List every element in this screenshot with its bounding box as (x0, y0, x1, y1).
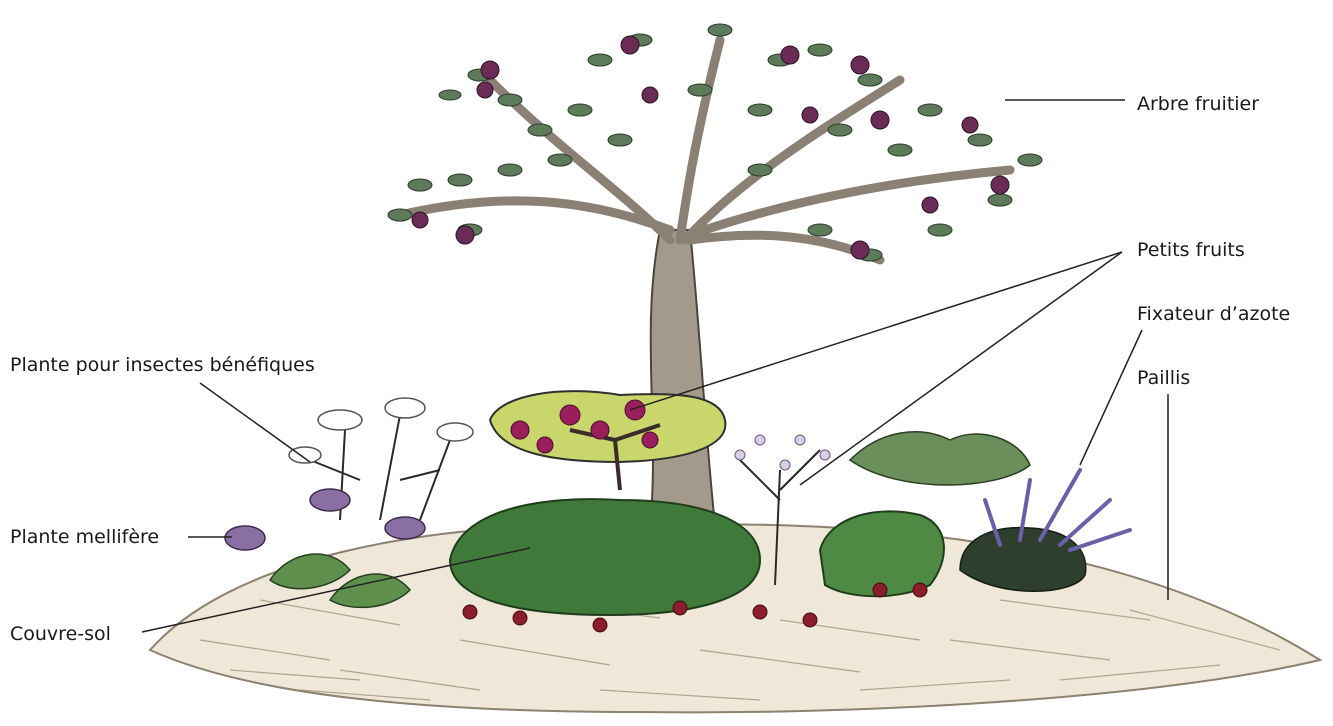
label-couvre-sol: Couvre-sol (10, 622, 111, 646)
label-fixateur-azote: Fixateur d’azote (1137, 302, 1290, 326)
label-paillis: Paillis (1137, 366, 1190, 390)
label-petits-fruits: Petits fruits (1137, 238, 1245, 262)
label-plante-mellifere: Plante mellifère (10, 525, 159, 549)
leader-insectes (200, 383, 310, 462)
leader-petits-a (630, 252, 1122, 410)
label-arbre-fruitier: Arbre fruitier (1137, 92, 1259, 116)
leader-fixateur (1080, 330, 1142, 465)
label-plante-insectes: Plante pour insectes bénéfiques (10, 353, 315, 377)
